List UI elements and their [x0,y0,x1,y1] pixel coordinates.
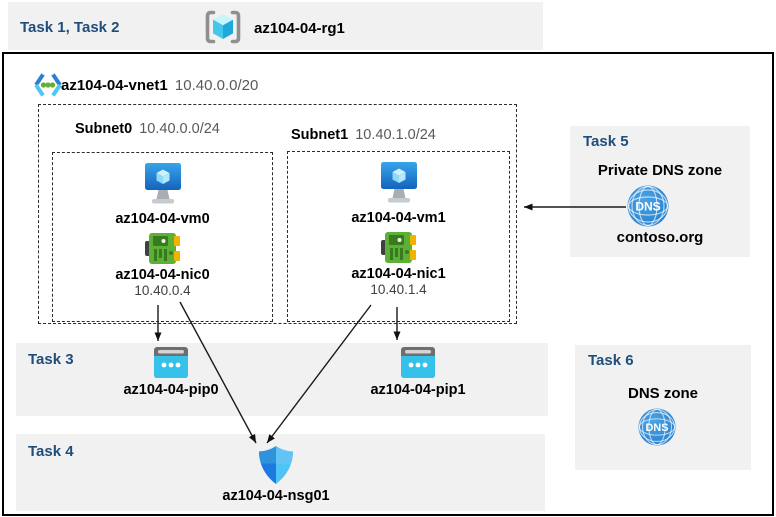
nic1-ip: 10.40.1.4 [370,282,427,297]
nic0-label: az104-04-nic0 [115,267,210,283]
vm1-label: az104-04-vm1 [351,210,446,226]
private-dns-zone-name: contoso.org [616,229,704,246]
pip0-icon [154,347,188,378]
resource-group-icon [204,10,242,44]
subnet0-name: Subnet0 [75,121,133,137]
task6-box: Task 6 DNS zone DNS [575,345,751,470]
vm0-icon [144,162,182,208]
vnet-cidr: 10.40.0.0/20 [174,77,259,94]
nic1-label: az104-04-nic1 [351,266,446,282]
private-dns-zone-title: Private DNS zone [597,162,723,179]
task3-band: Task 3 az104-04-pip0 [16,343,548,416]
subnet0-box: az104-04-vm0 az104-04-nic0 10.40.0.4 [52,152,273,322]
dns-zone-icon: DNS [638,408,676,446]
subnet0-cidr: 10.40.0.0/24 [139,121,220,137]
subnet1-name: Subnet1 [291,127,349,143]
vm0-label: az104-04-vm0 [115,211,210,227]
task5-label: Task 5 [583,133,629,150]
resource-group-name: az104-04-rg1 [254,20,345,37]
nic0-ip: 10.40.0.4 [134,283,191,298]
dns-zone-icon-text: DNS [646,422,669,434]
vnet-title: az104-04-vnet1 10.40.0.0/20 [61,77,258,94]
virtual-network-icon [33,72,63,98]
subnet1-title: Subnet1 10.40.1.0/24 [291,127,436,143]
pip0-label: az104-04-pip0 [123,382,219,398]
subnet1-box: az104-04-vm1 az104-04-nic1 10.40.1.4 [287,151,510,322]
main-container-border [2,52,774,516]
pip1-label: az104-04-pip1 [370,382,466,398]
nic0-icon [144,232,181,265]
task6-label: Task 6 [588,352,634,369]
task4-label: Task 4 [28,443,74,460]
pip1-icon [401,347,435,378]
nsg-group: az104-04-nsg01 [216,445,336,504]
task3-label: Task 3 [28,351,74,368]
nsg-shield-icon [257,445,295,485]
pip1-group: az104-04-pip1 [356,347,480,398]
task1-2-band: Task 1, Task 2 az104-04-rg1 [8,2,543,50]
vm1-icon [380,161,418,207]
private-dns-icon-text: DNS [635,200,660,214]
dns-zone-title: DNS zone [627,385,698,402]
task4-band: Task 4 az104-04-nsg01 [16,434,545,511]
task5-box: Task 5 Private DNS zone DNS contoso.org [570,126,750,257]
nic1-icon [380,231,417,264]
nsg-label: az104-04-nsg01 [222,488,330,504]
task1-2-label: Task 1, Task 2 [20,19,120,36]
private-dns-icon: DNS [627,185,669,227]
subnet1-cidr: 10.40.1.0/24 [355,127,436,143]
vnet-name: az104-04-vnet1 [61,77,168,94]
subnet0-title: Subnet0 10.40.0.0/24 [75,121,220,137]
pip0-group: az104-04-pip0 [111,347,231,398]
